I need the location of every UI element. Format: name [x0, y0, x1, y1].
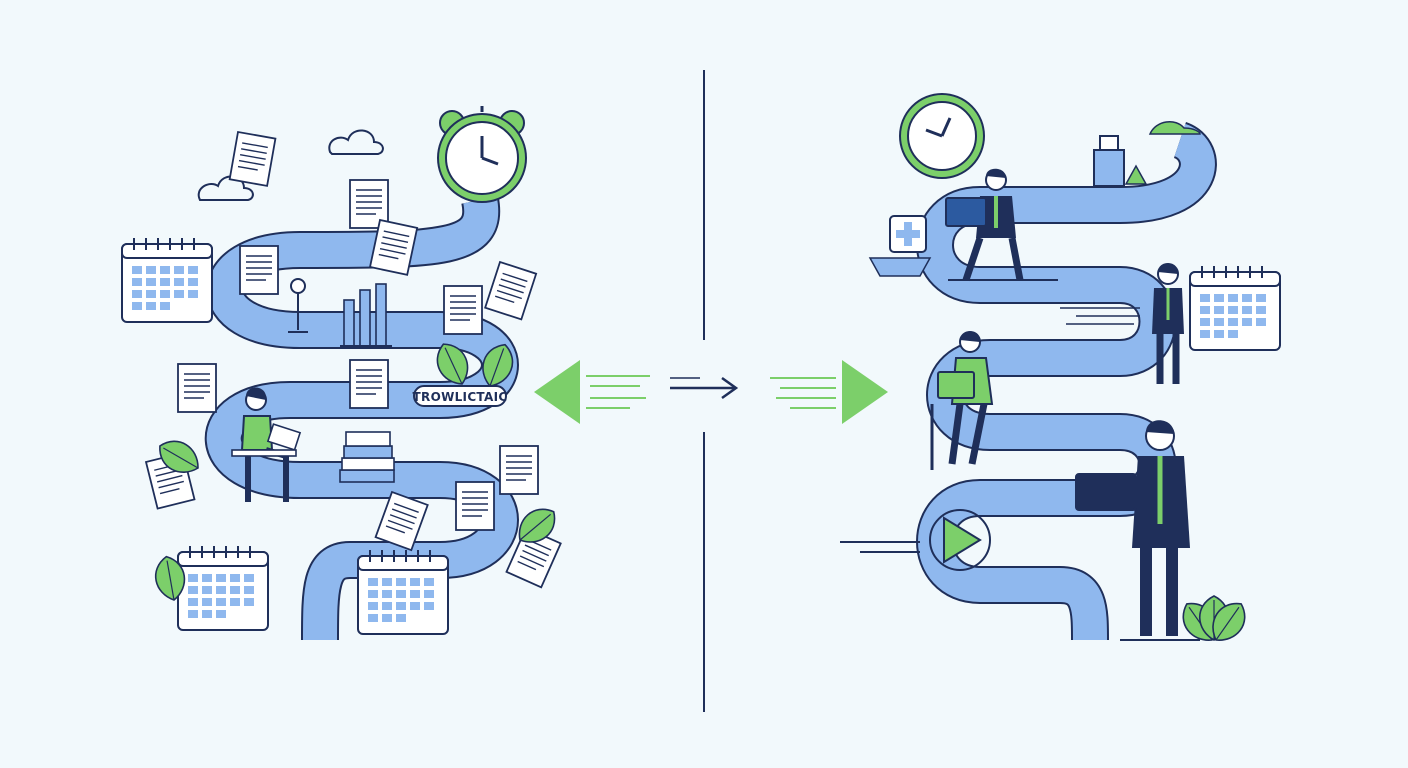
- person-with-laptop-icon: [1075, 420, 1200, 641]
- pin-icon: [288, 278, 308, 333]
- play-icon: [840, 509, 991, 571]
- bottle-icon: [1093, 121, 1201, 187]
- person-standing-icon: [1060, 263, 1184, 384]
- person-with-laptop-icon: [930, 331, 994, 470]
- stacked-books-icon: [339, 431, 395, 483]
- badge-label: TROWLICTAIC: [413, 390, 508, 404]
- arrow-right-icon: [670, 376, 739, 400]
- calendar-icon: [121, 237, 213, 323]
- calendar-icon: [357, 549, 449, 635]
- status-badge: TROWLICTAIC: [413, 385, 508, 407]
- person-with-laptop-icon: [945, 168, 1058, 282]
- alarm-clock-icon: [437, 106, 527, 203]
- calendar-icon: [1189, 265, 1281, 351]
- arrow-right-icon: [770, 360, 888, 424]
- person-reading-icon: [231, 387, 302, 502]
- calendar-icon: [177, 545, 269, 631]
- clock-icon: [899, 93, 985, 179]
- medical-sign-icon: [868, 215, 932, 277]
- bar-chart-icon: [340, 283, 392, 347]
- arrow-left-icon: [534, 360, 650, 424]
